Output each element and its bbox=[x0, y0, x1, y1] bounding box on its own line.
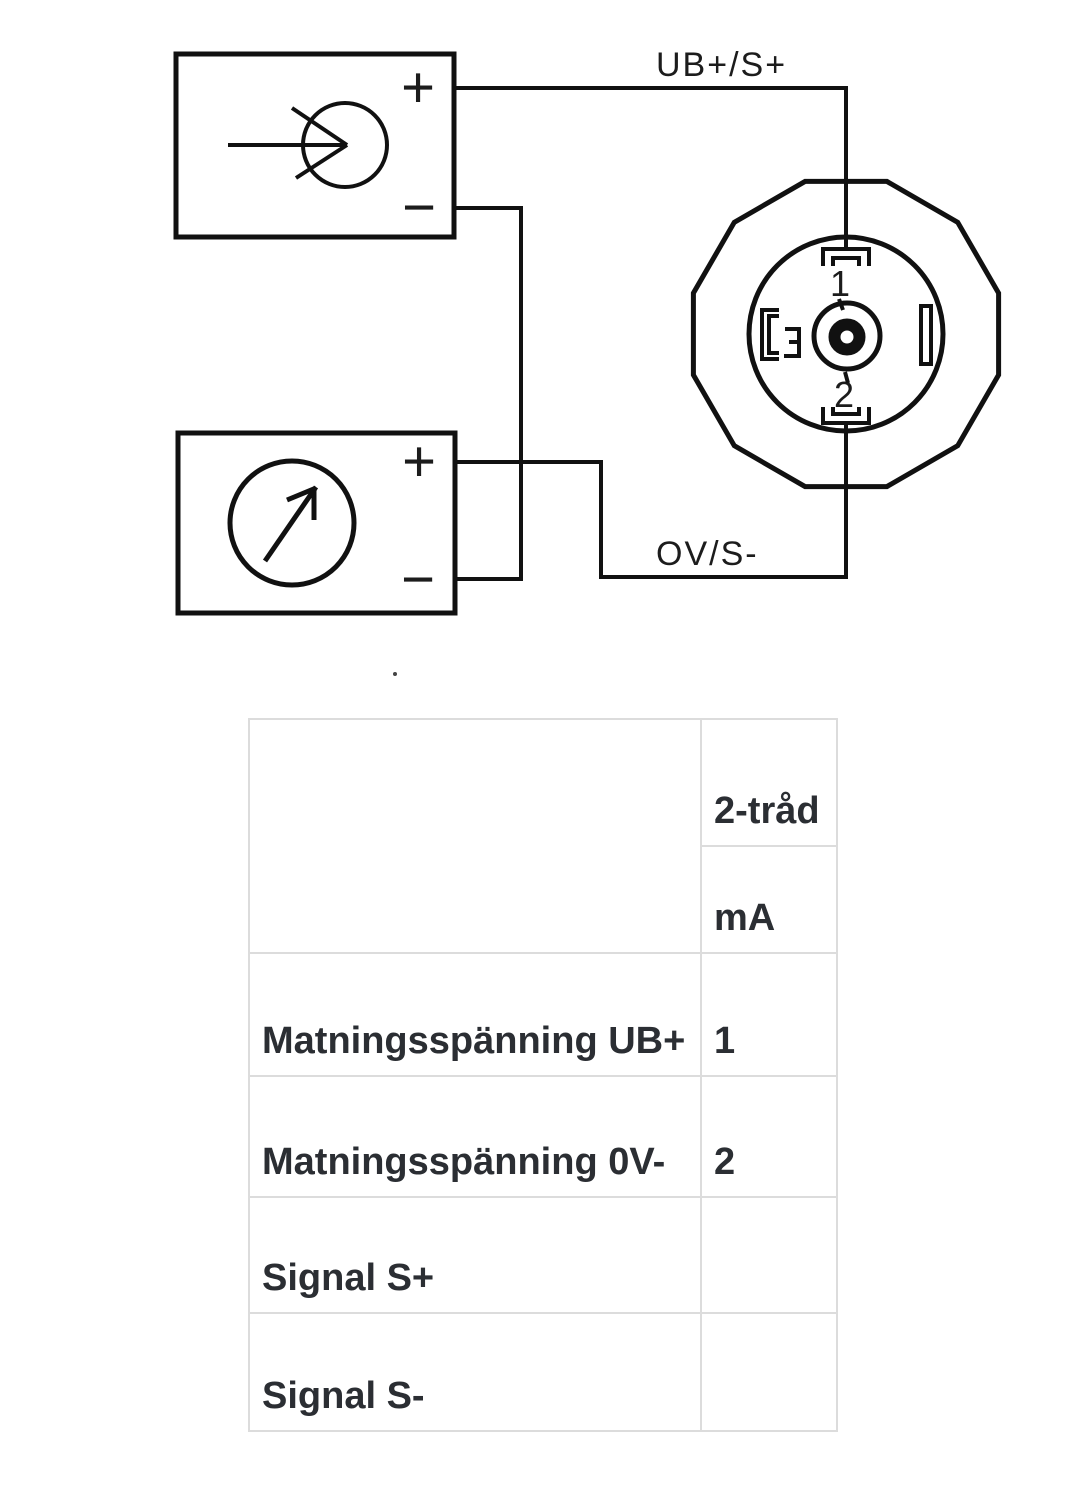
power-supply-outline bbox=[173, 51, 457, 240]
row-label-cell: Matningsspänning 0V- bbox=[248, 1075, 702, 1198]
row-value-cell bbox=[700, 1312, 838, 1432]
pin2-label-tick bbox=[843, 371, 850, 384]
row-value-cell: 2 bbox=[700, 1075, 838, 1198]
power-supply-box: + − bbox=[173, 51, 457, 240]
meter-plus-terminal-icon: + bbox=[402, 429, 436, 494]
row-value-cell bbox=[700, 1196, 838, 1314]
center-pin-icon bbox=[828, 318, 866, 356]
wiring-diagram: UB+/S+ OV/S- + − + − bbox=[173, 46, 1002, 676]
meter-minus-terminal-icon: − bbox=[401, 547, 435, 612]
connector-inner-circle bbox=[746, 234, 946, 434]
row-value-cell: 1 bbox=[700, 952, 838, 1077]
pin1-label: 1 bbox=[830, 263, 850, 304]
table-header-row-2: mA bbox=[249, 845, 838, 954]
center-pin-outline bbox=[811, 300, 883, 372]
wire-meter-plus-to-pin2 bbox=[457, 423, 848, 579]
row-label-cell: Signal S+ bbox=[248, 1196, 702, 1314]
pin2-label: 2 bbox=[834, 374, 854, 415]
header-corner-cell bbox=[248, 718, 702, 954]
row-label-cell: Matningsspänning UB+ bbox=[248, 952, 702, 1077]
row-label-cell: Signal S- bbox=[248, 1312, 702, 1432]
col-header-unit: mA bbox=[700, 845, 838, 954]
earth-slot bbox=[760, 308, 801, 361]
pin2-slot bbox=[821, 407, 871, 425]
col-header-2-wire: 2-tråd bbox=[700, 718, 838, 847]
stray-dot bbox=[393, 672, 397, 676]
ammeter-box: + − bbox=[175, 429, 458, 616]
supply-minus-terminal-icon: − bbox=[402, 175, 436, 240]
wire-label-bottom: OV/S- bbox=[656, 535, 759, 573]
table-row: Matningsspänning 0V- 2 bbox=[248, 1075, 838, 1198]
wire-supply-minus-to-meter-minus bbox=[455, 206, 523, 581]
table-row: Signal S+ bbox=[248, 1196, 838, 1314]
table-header-row-1: 2-tråd bbox=[248, 718, 838, 954]
supply-plus-terminal-icon: + bbox=[401, 55, 435, 120]
right-slot bbox=[919, 304, 933, 366]
wire-label-top: UB+/S+ bbox=[656, 46, 787, 84]
connector-polygon-outline bbox=[690, 178, 1002, 490]
meter-needle-icon bbox=[227, 458, 357, 588]
table-row: Matningsspänning UB+ 1 bbox=[248, 952, 838, 1077]
pin1-slot bbox=[821, 247, 871, 266]
wire-supply-plus-to-pin1 bbox=[455, 86, 848, 249]
pin-assignment-table: 2-tråd mA Matningsspänning UB+ 1 Matning… bbox=[248, 718, 838, 1432]
pin1-label-tick bbox=[837, 298, 845, 311]
ammeter-outline bbox=[175, 430, 458, 616]
adjustable-source-icon bbox=[228, 101, 389, 189]
table-row: Signal S- bbox=[248, 1312, 838, 1432]
connector-face: 1 2 bbox=[690, 178, 1002, 490]
